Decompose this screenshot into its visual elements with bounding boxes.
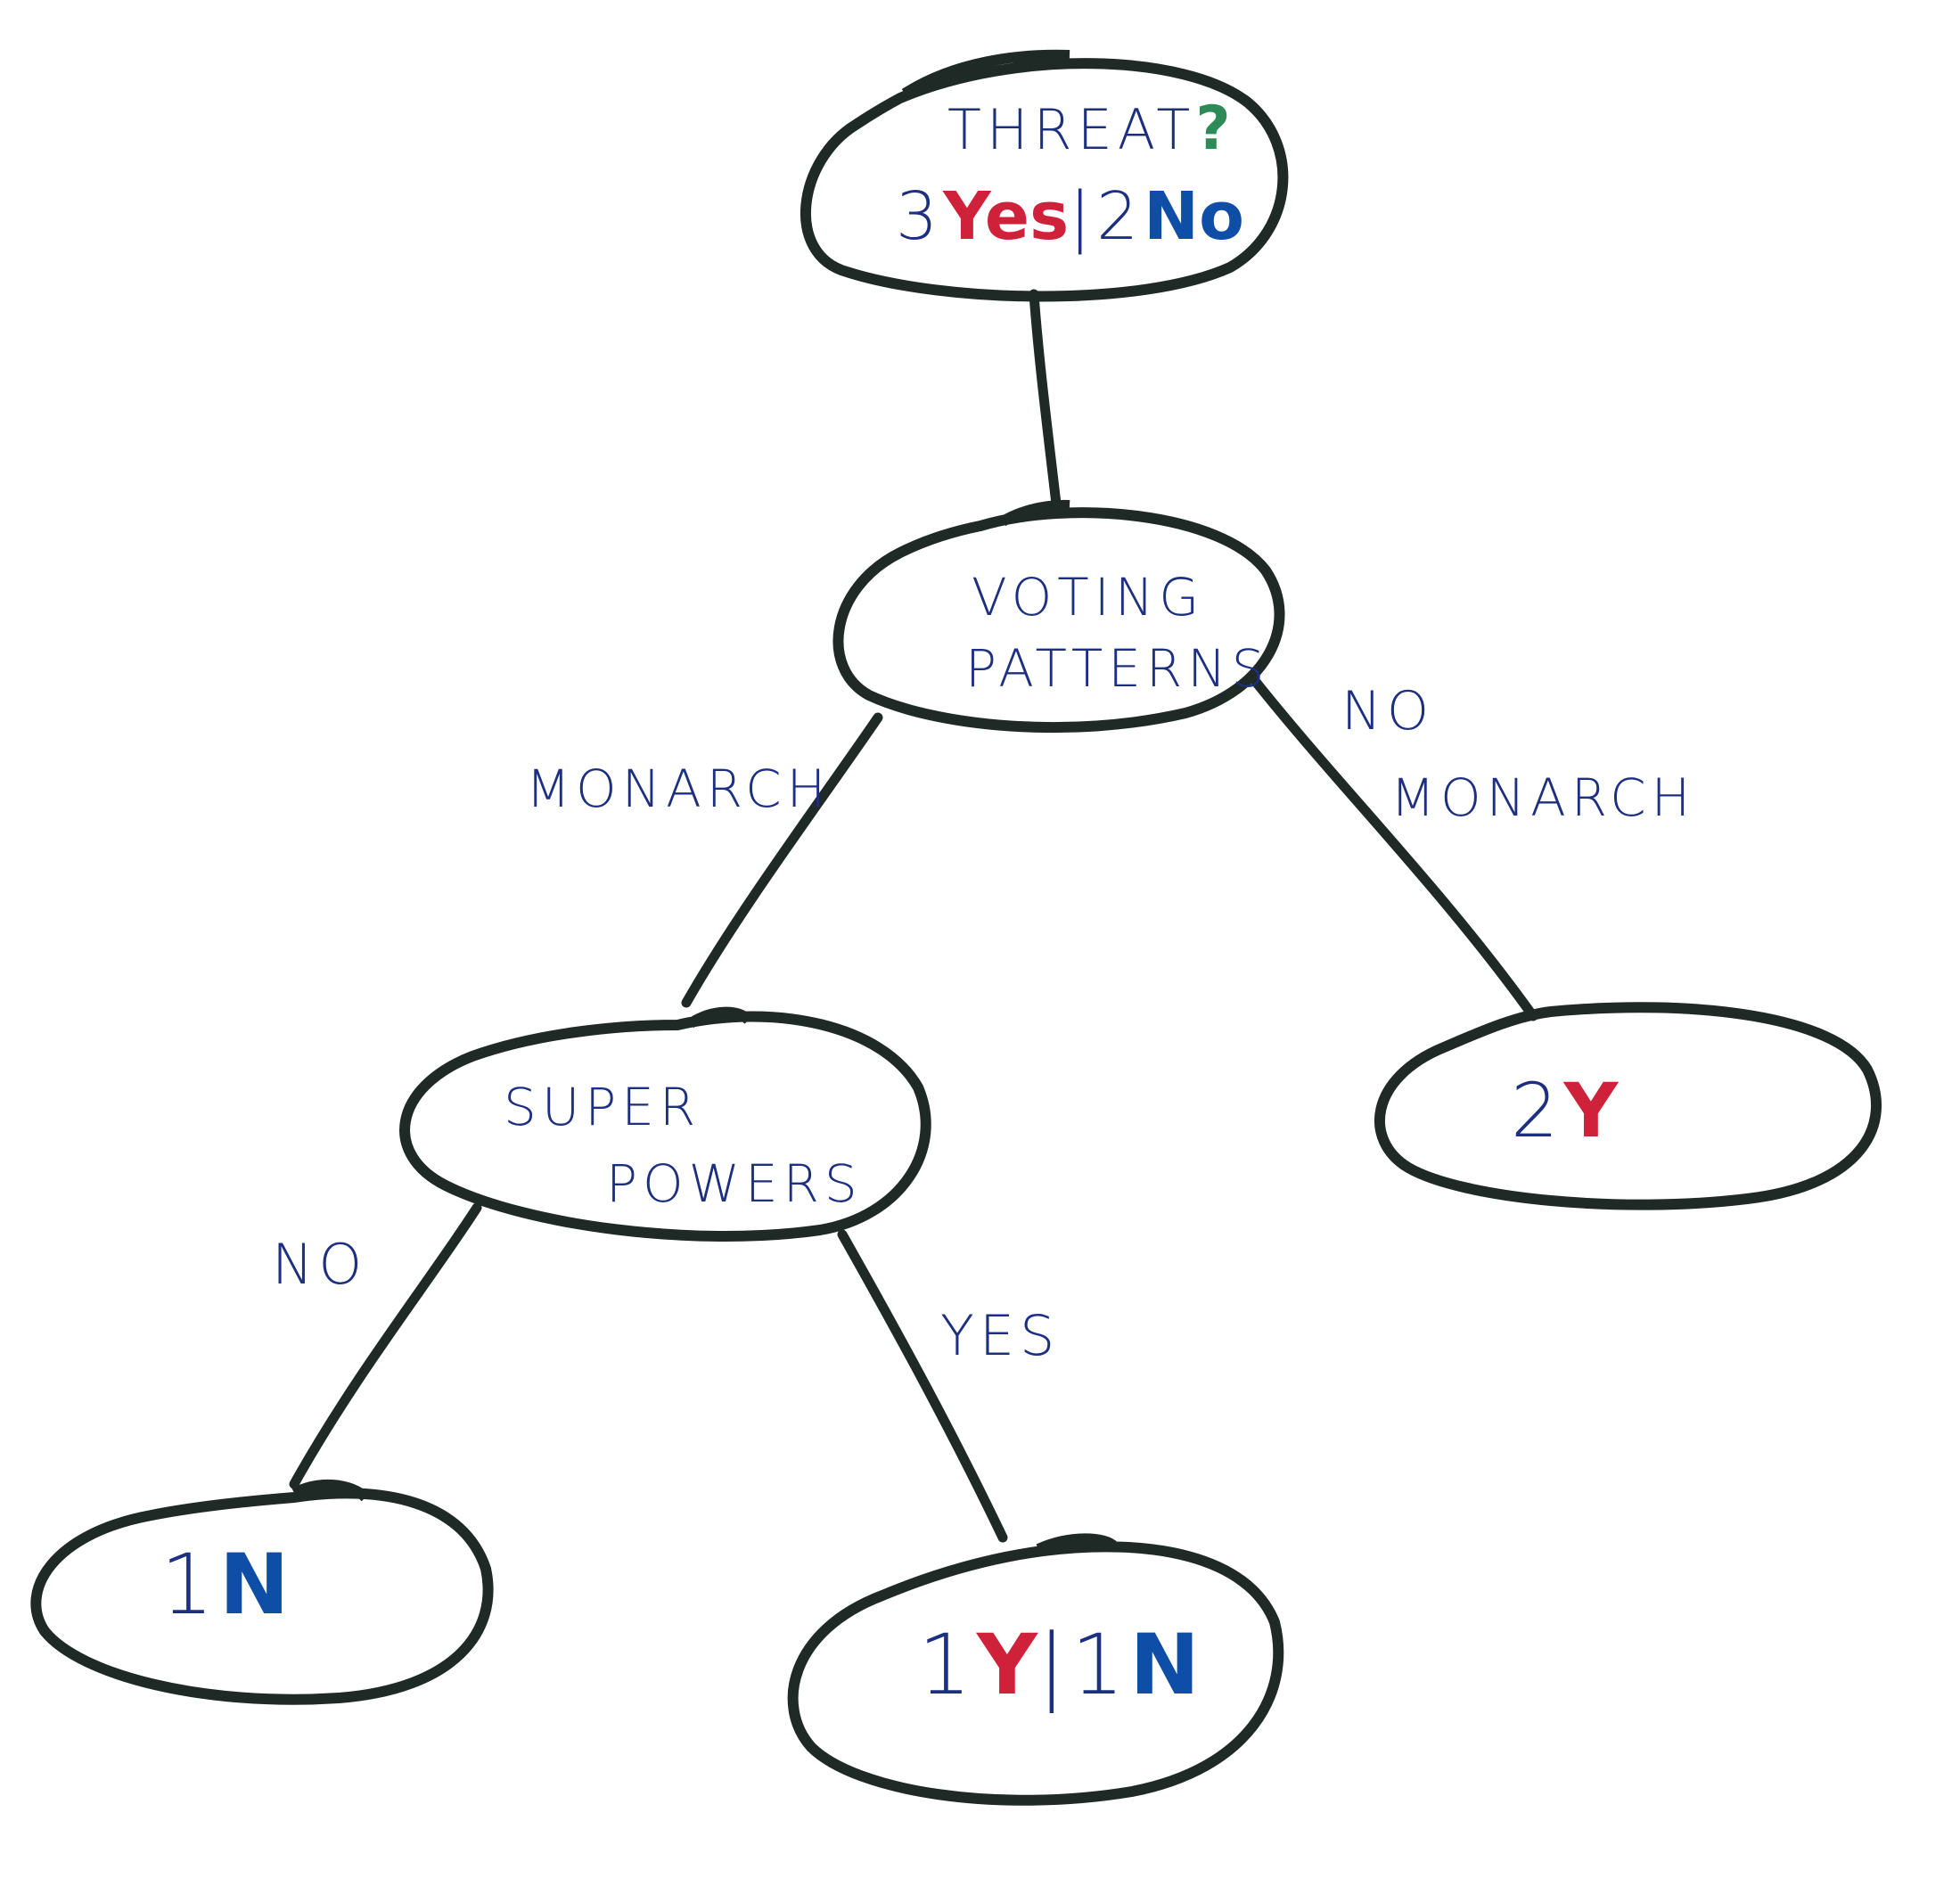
node-leaf-1n: 1N — [30, 1479, 494, 1705]
edge-root-to-voting — [1029, 289, 1062, 509]
node-leaf-2y: 2Y — [1374, 1002, 1882, 1210]
edge-voting-to-leaf-2y — [1247, 672, 1538, 1021]
node-voting-line2: PATTERNS — [965, 638, 1269, 699]
leaf-mixed-n-letter: N — [1129, 1617, 1200, 1714]
leaf-mixed-text: 1Y|1N — [918, 1617, 1200, 1714]
leaf-1n-text: 1N — [160, 1537, 289, 1634]
leaf-1n-letter: N — [219, 1537, 290, 1634]
edge-label-no-monarch-line1: NO — [1341, 680, 1434, 742]
node-leaf-mixed-outline — [787, 1533, 1284, 1806]
edge-superpowers-to-leaf-1n — [289, 1202, 482, 1489]
leaf-mixed-separator: | — [1037, 1617, 1071, 1714]
leaf-2y-letter: Y — [1562, 1067, 1619, 1154]
root-yes-word: Yes — [942, 178, 1069, 255]
edge-label-yes: YES — [940, 1303, 1060, 1368]
question-mark: ? — [1195, 94, 1235, 164]
node-superpowers-line2: POWERS — [606, 1153, 863, 1214]
node-superpowers-outline — [399, 1006, 931, 1242]
root-separator: | — [1069, 178, 1096, 255]
node-voting-outline — [832, 499, 1285, 734]
edge-superpowers-to-leaf-mixed — [837, 1229, 1008, 1543]
node-threat: THREAT? 3Yes|2No — [800, 49, 1289, 302]
node-voting-line1: VOTING — [972, 567, 1204, 627]
node-leaf-1n-outline — [30, 1479, 494, 1705]
node-threat-outline — [800, 49, 1289, 302]
leaf-2y-text: 2Y — [1511, 1067, 1619, 1154]
edge-label-no: NO — [272, 1232, 367, 1297]
leaf-mixed-y-count: 1 — [918, 1617, 977, 1714]
node-leaf-mixed: 1Y|1N — [787, 1533, 1284, 1806]
node-threat-title: THREAT? — [947, 94, 1236, 164]
root-yes-count: 3 — [896, 178, 943, 255]
node-superpowers-line1: SUPER — [504, 1077, 701, 1137]
node-threat-counts: 3Yes|2No — [896, 178, 1244, 255]
leaf-mixed-y-letter: Y — [976, 1617, 1038, 1714]
node-voting-patterns: VOTING PATTERNS — [832, 499, 1285, 734]
leaf-mixed-n-count: 1 — [1071, 1617, 1130, 1714]
edge-label-no-monarch-line2: MONARCH — [1390, 767, 1695, 828]
node-leaf-2y-outline — [1374, 1002, 1882, 1210]
leaf-1n-count: 1 — [160, 1537, 219, 1634]
edge-label-monarch: MONARCH — [526, 759, 831, 819]
root-no-word: No — [1144, 178, 1244, 255]
node-super-powers: SUPER POWERS — [399, 1006, 931, 1242]
root-no-count: 2 — [1096, 178, 1144, 255]
leaf-2y-count: 2 — [1511, 1067, 1563, 1154]
edge-voting-to-superpowers — [681, 712, 883, 1008]
